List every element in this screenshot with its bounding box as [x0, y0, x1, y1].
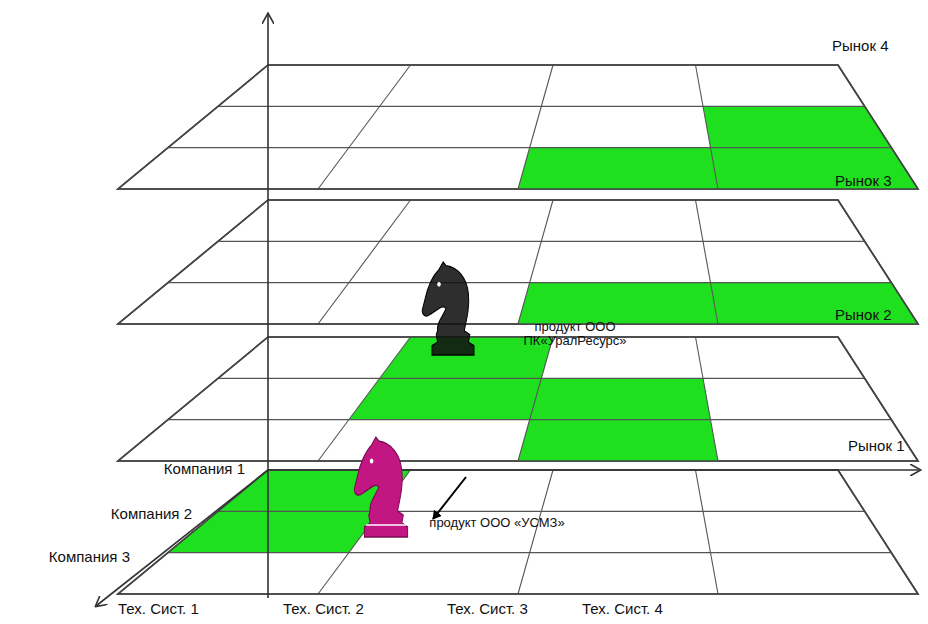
market-plane [118, 200, 918, 324]
grid-line [218, 378, 865, 379]
market-plane [118, 65, 918, 189]
grid-line [218, 106, 865, 107]
tech-label: Тех. Сист. 4 [582, 600, 663, 618]
plane-outline [118, 200, 918, 324]
green-cell [518, 420, 718, 461]
grid-line [696, 65, 719, 189]
grid-line [318, 337, 411, 461]
grid-line [168, 419, 891, 420]
green-cell [703, 106, 891, 147]
market-label: Рынок 1 [848, 437, 904, 455]
grid-line [168, 282, 891, 283]
grid-line [218, 241, 865, 242]
grid-line [168, 552, 891, 553]
grid-line [696, 337, 719, 461]
market-label: Рынок 3 [835, 172, 891, 190]
plane-outline [118, 65, 918, 189]
grid-line [518, 200, 553, 324]
company-label: Компания 1 [164, 460, 245, 478]
vertical-axis [267, 14, 269, 598]
company-label: Компания 2 [111, 505, 192, 523]
grid-line [318, 200, 411, 324]
grid-line [518, 337, 553, 461]
grid-line [218, 511, 865, 512]
green-cell [168, 511, 380, 552]
green-cell [518, 283, 718, 324]
plane-outline [118, 337, 918, 461]
company-axis [96, 470, 268, 606]
market-label: Рынок 2 [835, 306, 891, 324]
product-label: продукт ООО ПК«УралРесурс» [500, 320, 650, 348]
market-label: Рынок 4 [832, 37, 888, 55]
tech-label: Тех. Сист. 1 [118, 600, 199, 618]
pointer-arrow [433, 477, 466, 519]
green-cell [530, 378, 711, 419]
company-label: Компания 3 [49, 548, 130, 566]
grid-line [518, 470, 553, 594]
grid-line [318, 65, 411, 189]
market-plane [118, 470, 918, 594]
product-label: продукт ООО «УСМЗ» [422, 516, 572, 530]
grid-line [696, 200, 719, 324]
green-cell [711, 148, 919, 189]
magenta-knight [354, 437, 407, 537]
green-cell [349, 378, 542, 419]
black-knight [422, 262, 474, 355]
green-cell [711, 283, 919, 324]
tech-label: Тех. Сист. 3 [447, 600, 528, 618]
green-cell [518, 148, 718, 189]
grid-line [518, 65, 553, 189]
tech-label: Тех. Сист. 2 [283, 600, 364, 618]
plane-outline [118, 470, 918, 594]
market-plane [118, 337, 918, 461]
grid-line [168, 147, 891, 148]
grid-line [696, 470, 719, 594]
